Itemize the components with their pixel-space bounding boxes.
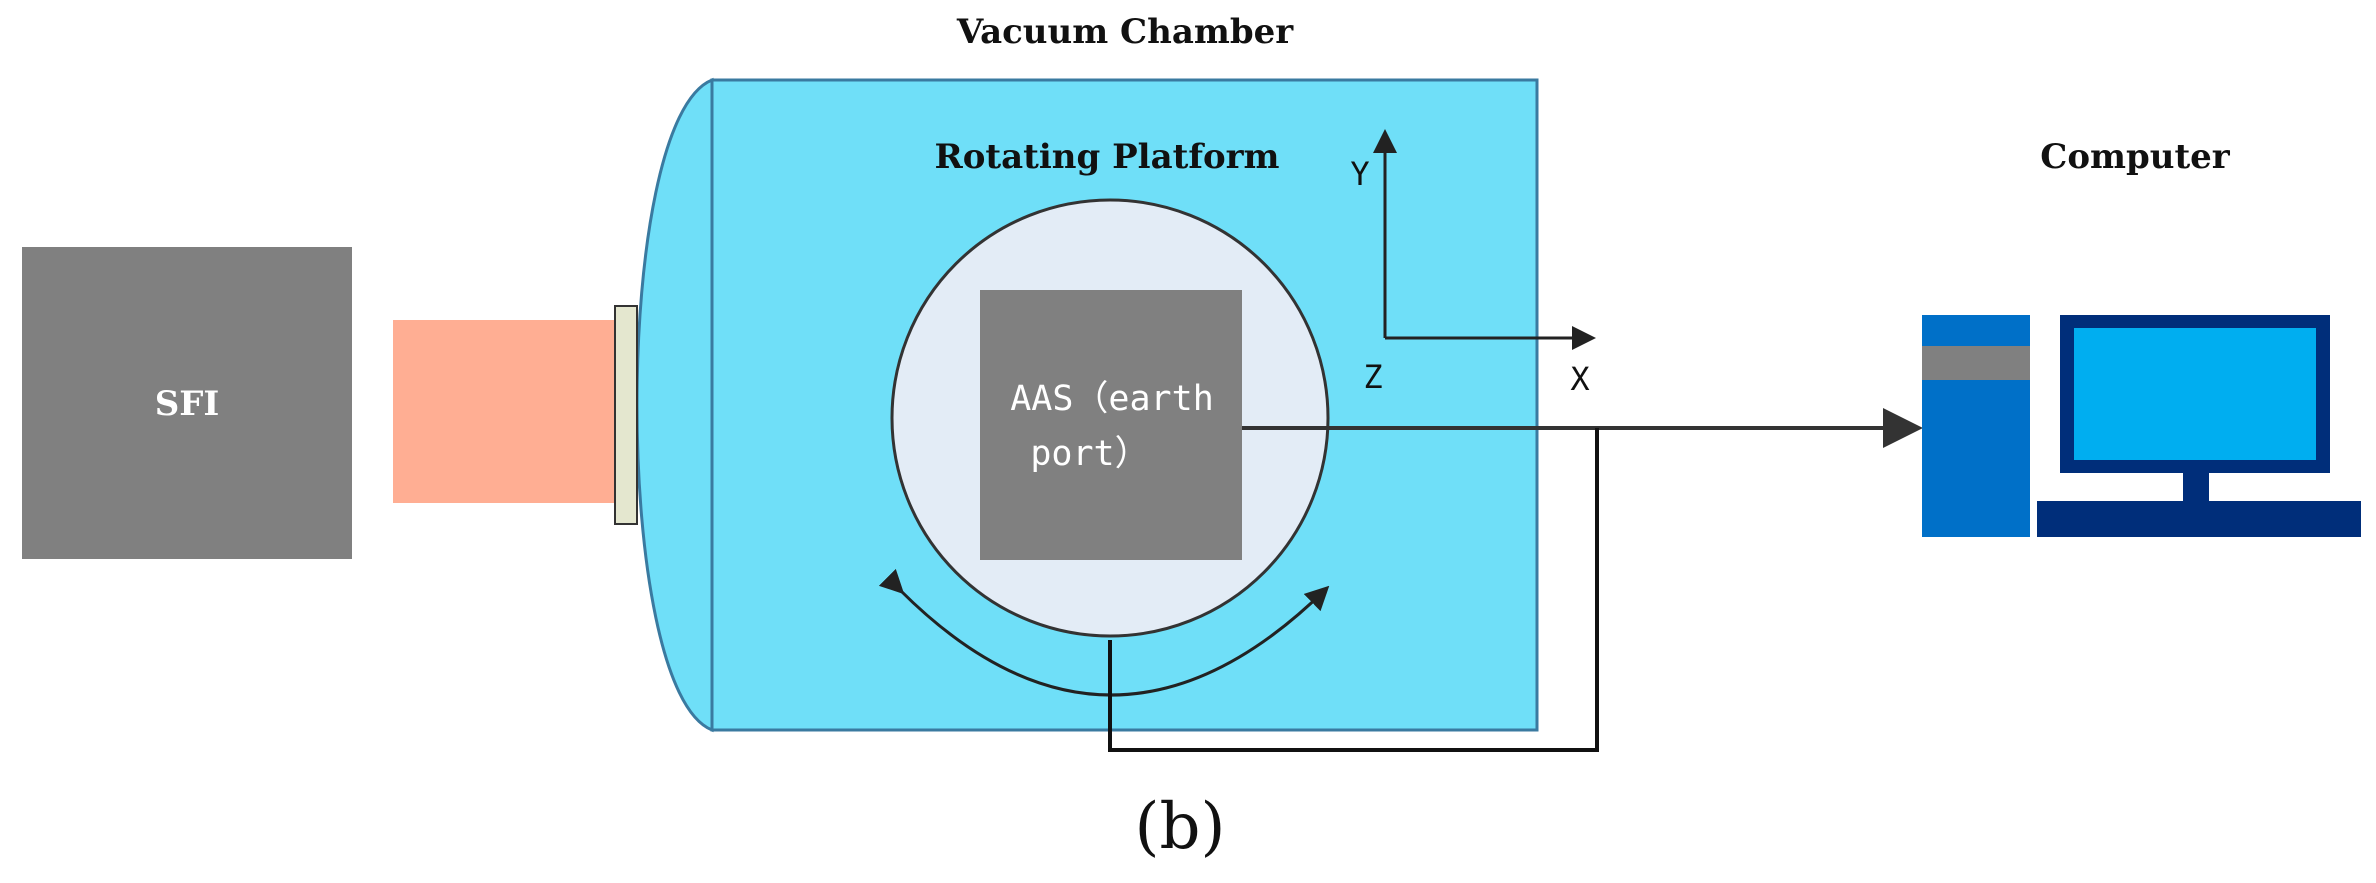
aas-label-line2: port） bbox=[1030, 434, 1149, 474]
axis-z-label: Z bbox=[1363, 358, 1382, 396]
computer-icon bbox=[1922, 315, 2361, 537]
computer-monitor-base bbox=[2037, 501, 2361, 537]
rotating-platform-label: Rotating Platform bbox=[934, 137, 1279, 177]
vacuum-chamber-label: Vacuum Chamber bbox=[956, 12, 1294, 52]
axis-x-label: X bbox=[1570, 360, 1589, 398]
computer-monitor-stand bbox=[2183, 473, 2209, 501]
control-line bbox=[1108, 428, 1599, 752]
computer-screen bbox=[2074, 328, 2316, 460]
sfi-label: SFI bbox=[155, 384, 220, 424]
figure-caption: (b) bbox=[1135, 790, 1226, 864]
computer-tower-drive bbox=[1922, 346, 2030, 380]
sfi-box bbox=[22, 247, 352, 559]
computer-label: Computer bbox=[2040, 137, 2231, 177]
aas-label-line1: AAS（earth bbox=[1010, 379, 1214, 419]
aas-device bbox=[980, 290, 1242, 560]
beam bbox=[393, 320, 615, 503]
axis-y-label: Y bbox=[1350, 155, 1369, 193]
chamber-window bbox=[614, 305, 638, 525]
vacuum-chamber-door bbox=[635, 77, 714, 733]
